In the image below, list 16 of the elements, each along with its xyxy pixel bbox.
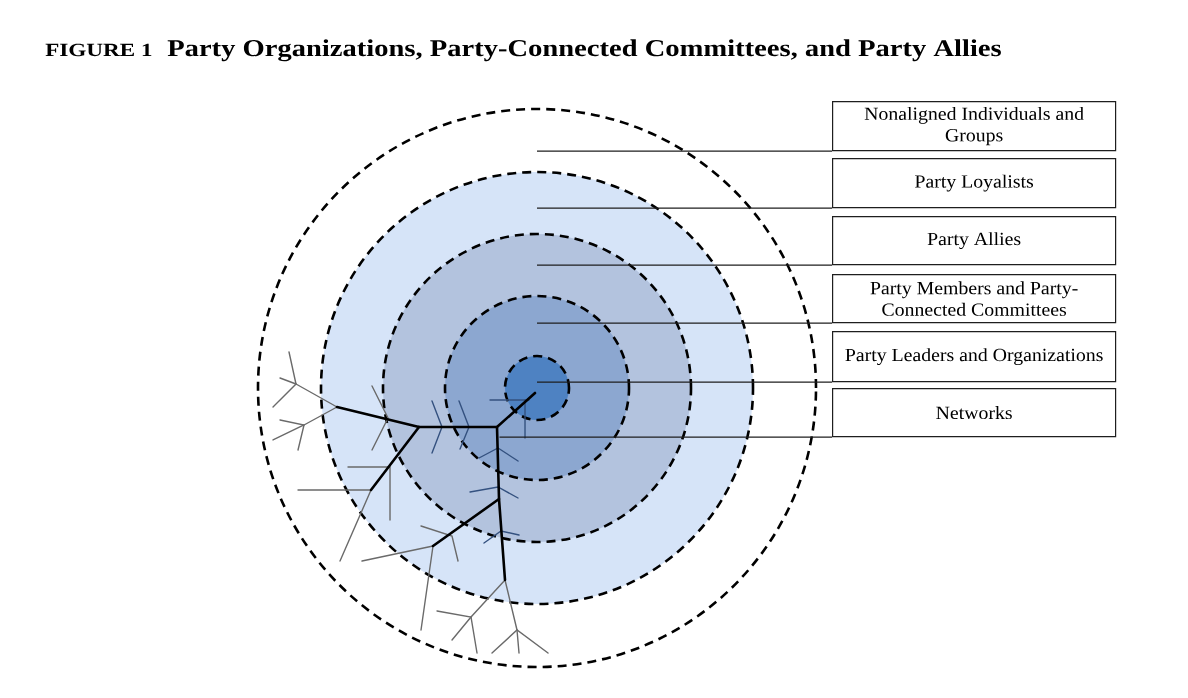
label-box: Networks — [832, 388, 1117, 438]
leader-line — [536, 207, 833, 209]
figure-title: Party Organizations, Party-Connected Committees, and Party Allies — [167, 39, 1001, 62]
network-tree — [272, 351, 549, 654]
label-box: Party Leaders and Organizations — [832, 331, 1117, 383]
label-box: Nonaligned Individuals and Groups — [832, 101, 1117, 152]
label-box: Party Loyalists — [832, 158, 1117, 209]
center-circle — [503, 354, 571, 422]
leader-line — [536, 381, 833, 383]
label-box: Party Allies — [832, 216, 1117, 266]
leader-line — [536, 264, 833, 266]
leader-line — [498, 436, 833, 438]
leader-line — [536, 150, 833, 152]
leader-line — [536, 322, 833, 324]
label-box: Party Members and Party-Connected Committees — [832, 274, 1117, 324]
figure-number: FIGURE 1 — [45, 43, 152, 57]
